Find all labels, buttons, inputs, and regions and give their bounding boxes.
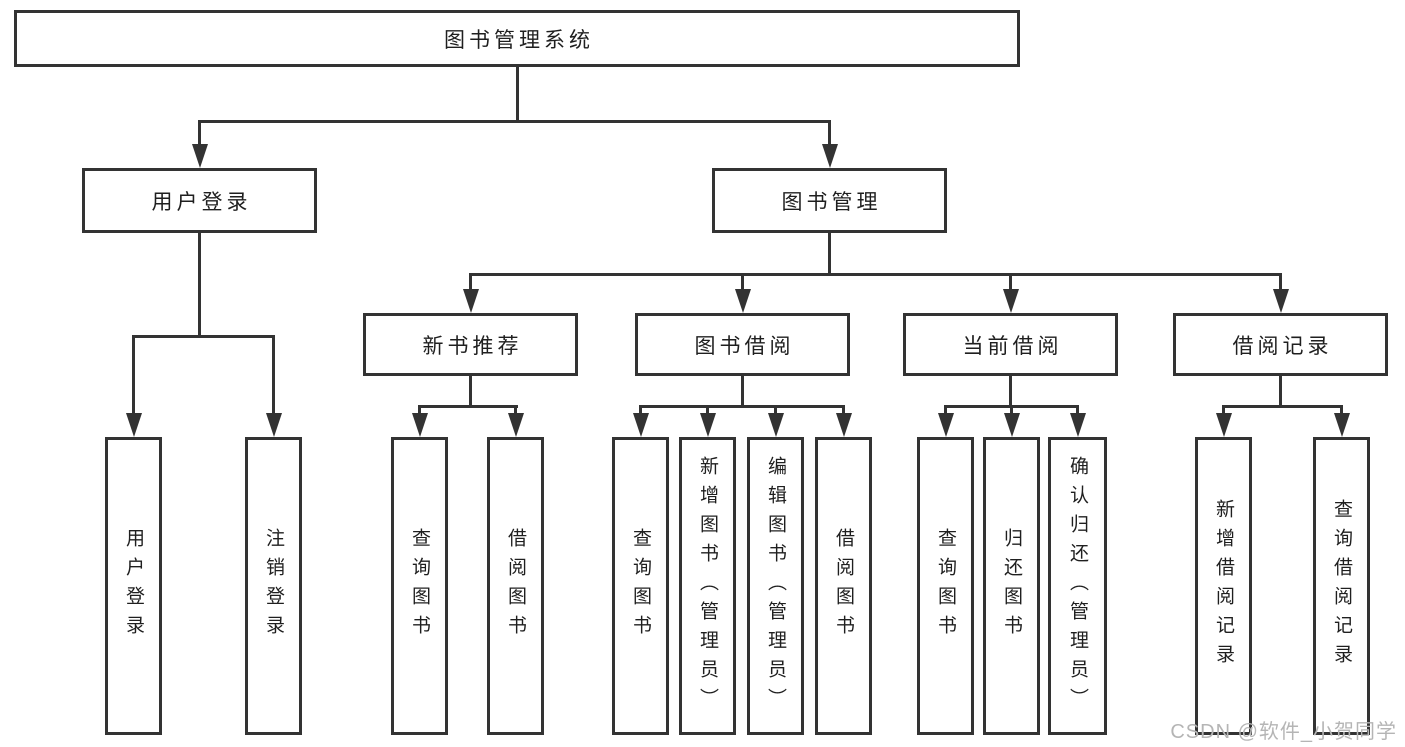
connector-line	[774, 405, 777, 415]
leaf-label: 查询图书	[630, 528, 651, 644]
node-new-book-recommend: 新书推荐	[363, 313, 578, 376]
connector-line	[1222, 405, 1225, 415]
leaf-label: 查询图书	[409, 528, 430, 644]
leaf-query-borrow-record: 查询借阅记录	[1313, 437, 1370, 735]
leaf-borrow-books-1: 借阅图书	[487, 437, 544, 735]
arrow-down-icon	[734, 289, 751, 313]
connector-line	[639, 405, 845, 408]
arrow-down-icon	[632, 413, 649, 437]
leaf-label: 借阅图书	[505, 528, 526, 644]
connector-line	[1279, 273, 1282, 291]
connector-line	[1076, 405, 1079, 415]
arrow-down-icon	[835, 413, 852, 437]
node-user-login: 用户登录	[82, 168, 317, 233]
arrow-down-icon	[507, 413, 524, 437]
arrow-down-icon	[937, 413, 954, 437]
connector-line	[1279, 376, 1282, 405]
arrow-down-icon	[1002, 289, 1019, 313]
node-root: 图书管理系统	[14, 10, 1020, 67]
arrow-down-icon	[125, 413, 142, 437]
node-user-login-label: 用户登录	[151, 190, 252, 214]
leaf-user-login: 用户登录	[105, 437, 162, 735]
leaf-add-books-admin: 新增图书（管理员）	[679, 437, 736, 735]
node-borrow-records: 借阅记录	[1173, 313, 1388, 376]
leaf-label: 借阅图书	[833, 528, 854, 644]
arrow-down-icon	[699, 413, 716, 437]
connector-line	[469, 376, 472, 405]
leaf-query-books-1: 查询图书	[391, 437, 448, 735]
leaf-query-books-3: 查询图书	[917, 437, 974, 735]
connector-line	[1009, 273, 1012, 291]
connector-line	[706, 405, 709, 415]
leaf-label: 查询图书	[935, 528, 956, 644]
connector-line	[741, 273, 744, 291]
node-new-book-recommend-label: 新书推荐	[422, 334, 523, 358]
node-root-label: 图书管理系统	[444, 28, 594, 52]
connector-line	[198, 120, 201, 148]
arrow-down-icon	[1272, 289, 1289, 313]
connector-line	[514, 405, 517, 415]
connector-line	[741, 376, 744, 405]
connector-line	[469, 273, 1282, 276]
leaf-confirm-return-admin: 确认归还（管理员）	[1048, 437, 1107, 735]
arrow-down-icon	[265, 413, 282, 437]
arrow-down-icon	[821, 144, 838, 168]
leaf-label: 确认归还（管理员）	[1067, 455, 1088, 717]
arrow-down-icon	[1215, 413, 1232, 437]
leaf-label: 用户登录	[123, 528, 144, 644]
arrow-down-icon	[462, 289, 479, 313]
connector-line	[132, 335, 135, 415]
arrow-down-icon	[1069, 413, 1086, 437]
arrow-down-icon	[1333, 413, 1350, 437]
connector-line	[828, 233, 831, 273]
leaf-label: 注销登录	[263, 528, 284, 644]
arrow-down-icon	[191, 144, 208, 168]
arrow-down-icon	[1003, 413, 1020, 437]
connector-line	[418, 405, 518, 408]
leaf-add-borrow-record: 新增借阅记录	[1195, 437, 1252, 735]
leaf-edit-books-admin: 编辑图书（管理员）	[747, 437, 804, 735]
connector-line	[132, 335, 275, 338]
node-current-borrowing-label: 当前借阅	[962, 334, 1063, 358]
watermark: CSDN @软件_小贺同学	[1170, 721, 1397, 743]
leaf-label: 新增借阅记录	[1213, 499, 1234, 673]
connector-line	[515, 67, 519, 120]
node-book-borrowing: 图书借阅	[635, 313, 850, 376]
node-book-borrowing-label: 图书借阅	[694, 334, 795, 358]
leaf-label: 归还图书	[1001, 528, 1022, 644]
arrow-down-icon	[767, 413, 784, 437]
connector-line	[828, 120, 831, 148]
arrow-down-icon	[411, 413, 428, 437]
node-book-management-label: 图书管理	[781, 190, 882, 214]
leaf-query-books-2: 查询图书	[612, 437, 669, 735]
leaf-return-books: 归还图书	[983, 437, 1040, 735]
connector-line	[842, 405, 845, 415]
node-book-management: 图书管理	[712, 168, 947, 233]
connector-line	[639, 405, 642, 415]
connector-line	[198, 233, 201, 335]
leaf-label: 编辑图书（管理员）	[765, 455, 786, 717]
leaf-borrow-books-2: 借阅图书	[815, 437, 872, 735]
leaf-label: 新增图书（管理员）	[697, 455, 718, 717]
node-borrow-records-label: 借阅记录	[1232, 334, 1333, 358]
leaf-logout: 注销登录	[245, 437, 302, 735]
connector-line	[1010, 405, 1013, 415]
connector-line	[944, 405, 947, 415]
connector-line	[1009, 376, 1012, 405]
connector-line	[272, 335, 275, 415]
connector-line	[1222, 405, 1343, 408]
connector-line	[469, 273, 472, 291]
node-current-borrowing: 当前借阅	[903, 313, 1118, 376]
connector-line	[198, 120, 831, 123]
leaf-label: 查询借阅记录	[1331, 499, 1352, 673]
connector-line	[1340, 405, 1343, 415]
connector-line	[418, 405, 421, 415]
